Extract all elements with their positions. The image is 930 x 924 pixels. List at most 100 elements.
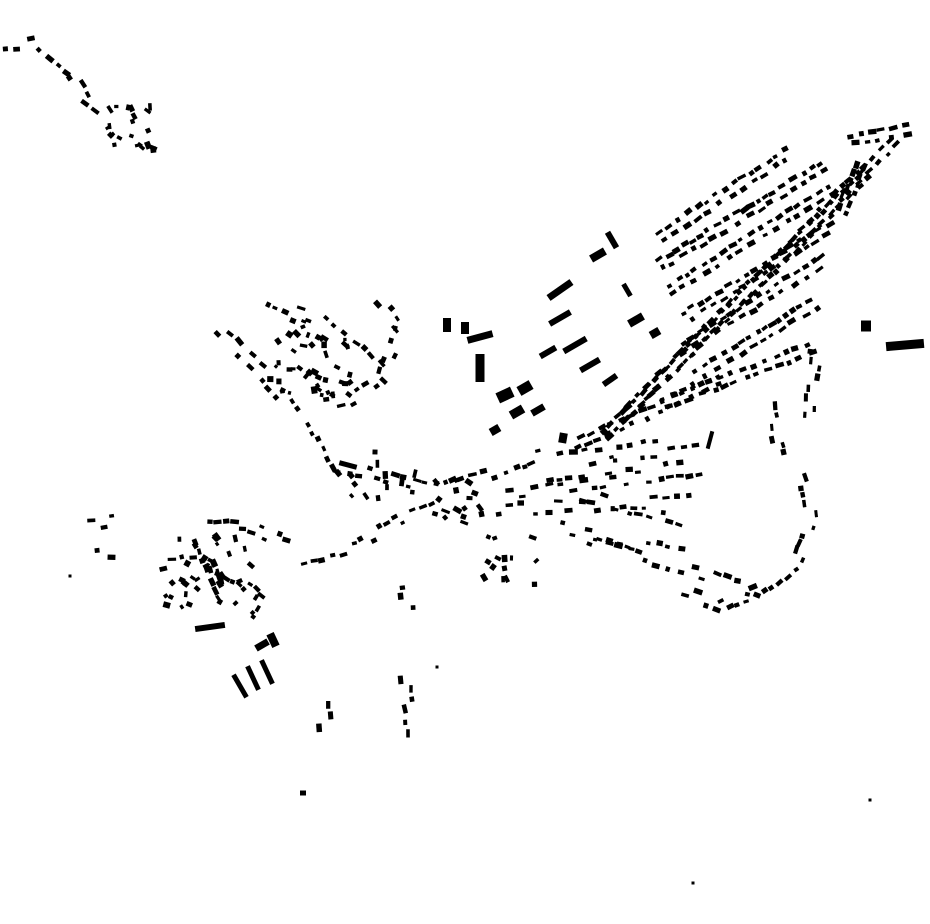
building bbox=[490, 474, 499, 482]
building bbox=[452, 505, 463, 515]
building bbox=[104, 124, 112, 131]
building bbox=[799, 533, 806, 540]
building bbox=[735, 288, 743, 296]
building bbox=[719, 382, 730, 391]
building bbox=[578, 474, 586, 480]
building bbox=[766, 157, 774, 165]
building bbox=[316, 723, 323, 733]
building bbox=[354, 473, 363, 479]
building bbox=[640, 438, 647, 445]
building bbox=[695, 472, 703, 478]
building bbox=[801, 499, 807, 508]
building bbox=[662, 495, 670, 500]
building bbox=[819, 166, 829, 174]
building bbox=[802, 311, 812, 319]
building bbox=[780, 448, 787, 456]
building bbox=[808, 173, 817, 181]
building bbox=[505, 487, 514, 493]
building bbox=[644, 415, 651, 423]
building bbox=[713, 386, 720, 394]
building bbox=[795, 538, 803, 548]
building bbox=[766, 218, 773, 225]
building bbox=[376, 366, 383, 375]
building bbox=[713, 221, 722, 228]
building bbox=[626, 442, 633, 449]
building bbox=[300, 319, 307, 324]
building bbox=[715, 307, 724, 316]
building bbox=[768, 435, 776, 444]
building bbox=[211, 585, 220, 596]
building bbox=[217, 570, 226, 580]
building bbox=[61, 68, 72, 78]
building bbox=[569, 487, 578, 494]
building bbox=[749, 342, 759, 350]
building bbox=[2, 46, 9, 52]
building bbox=[183, 591, 188, 598]
building bbox=[259, 659, 275, 685]
building bbox=[734, 247, 744, 256]
building bbox=[763, 366, 773, 373]
building bbox=[885, 338, 925, 352]
building bbox=[621, 282, 633, 298]
building bbox=[281, 536, 291, 544]
building bbox=[689, 277, 698, 285]
building bbox=[693, 214, 703, 224]
building bbox=[619, 504, 627, 510]
building bbox=[775, 262, 782, 270]
building bbox=[403, 719, 408, 726]
building bbox=[684, 272, 691, 279]
building bbox=[714, 374, 721, 380]
building bbox=[691, 564, 700, 571]
building bbox=[680, 592, 690, 598]
building bbox=[784, 205, 794, 214]
building bbox=[779, 192, 789, 201]
building bbox=[777, 182, 786, 190]
building bbox=[682, 358, 689, 365]
building bbox=[746, 229, 756, 238]
building bbox=[242, 545, 247, 552]
building bbox=[717, 319, 725, 327]
building bbox=[828, 208, 836, 217]
building bbox=[739, 298, 748, 306]
building bbox=[767, 294, 775, 302]
building bbox=[254, 604, 261, 613]
building bbox=[678, 250, 689, 259]
building bbox=[106, 131, 115, 139]
building bbox=[801, 263, 810, 271]
building bbox=[505, 503, 514, 508]
building bbox=[780, 441, 786, 449]
building bbox=[844, 188, 852, 197]
building bbox=[432, 477, 441, 487]
building bbox=[885, 151, 891, 158]
building bbox=[790, 233, 798, 243]
building bbox=[597, 423, 607, 431]
building bbox=[447, 475, 458, 484]
building bbox=[673, 493, 681, 500]
building bbox=[289, 317, 297, 325]
building bbox=[877, 144, 885, 152]
building bbox=[548, 309, 572, 327]
building bbox=[792, 212, 801, 220]
building bbox=[138, 144, 146, 151]
building bbox=[207, 565, 214, 574]
building bbox=[592, 436, 602, 444]
building bbox=[382, 479, 389, 485]
building bbox=[112, 142, 117, 148]
building bbox=[668, 261, 675, 268]
building bbox=[375, 522, 383, 530]
building bbox=[690, 384, 697, 390]
building bbox=[409, 685, 413, 693]
building bbox=[276, 530, 284, 538]
building bbox=[406, 729, 410, 738]
building bbox=[604, 432, 615, 442]
building bbox=[305, 421, 312, 428]
building bbox=[680, 444, 688, 450]
building bbox=[781, 273, 791, 282]
building bbox=[723, 317, 731, 324]
building bbox=[813, 304, 822, 313]
building bbox=[702, 602, 710, 609]
building bbox=[643, 395, 650, 402]
building bbox=[13, 46, 21, 52]
building bbox=[346, 371, 353, 378]
building bbox=[258, 524, 265, 530]
